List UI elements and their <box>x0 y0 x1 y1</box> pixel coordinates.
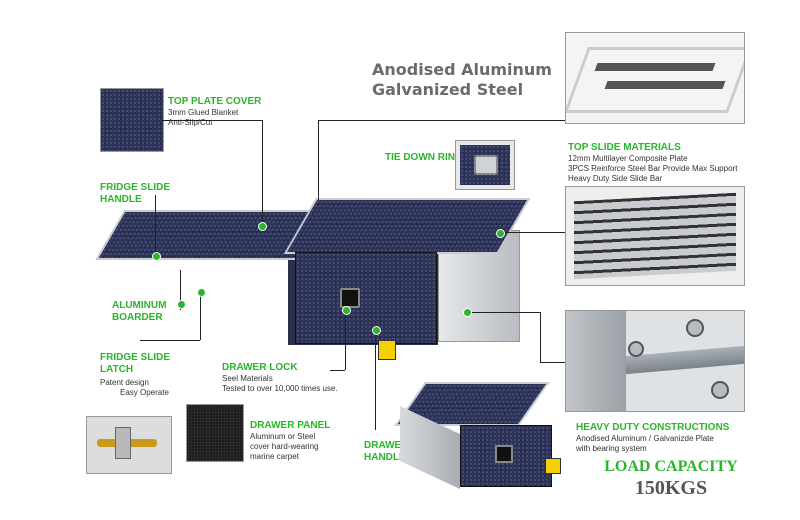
fridge-handle-callout: FRIDGE SLIDE HANDLE <box>100 182 170 206</box>
drawer-handle-callout: DRAWER HANDLE <box>364 440 408 464</box>
fridge-latch-callout: FRIDGE SLIDE LATCH Patent design Easy Op… <box>100 352 170 398</box>
top-slide-title: TOP SLIDE MATERIALS <box>568 142 681 153</box>
top-slide-line-1: 12mm Multilayer Composite Plate <box>568 154 688 163</box>
tie-down-title: TIE DOWN RING <box>385 152 463 163</box>
top-plate-photo <box>100 88 164 152</box>
product-small <box>394 380 570 490</box>
tie-down-photo <box>455 140 515 190</box>
top-slide-line-3: Heavy Duty Side Slide Bar <box>568 174 663 183</box>
header-line-1: Anodised Aluminum <box>372 60 552 79</box>
drawer-panel-title: DRAWER PANEL <box>250 420 331 431</box>
load-capacity-title: LOAD CAPACITY <box>604 458 738 475</box>
load-capacity-value: 150KGS <box>634 477 708 499</box>
top-plate-line-2: Anti-Slip/Cut <box>168 118 213 127</box>
fridge-handle-title-2: HANDLE <box>100 194 142 205</box>
fridge-latch-line-1: Patent design <box>100 378 149 387</box>
header-line-2: Galvanized Steel <box>372 80 524 99</box>
aluminum-callout: ALUMINUM BOARDER <box>112 300 166 324</box>
product-main <box>95 190 531 360</box>
heavy-duty-callout: HEAVY DUTY CONSTRUCTIONS Anodised Alumin… <box>576 422 729 454</box>
drawer-panel-line-3: marine carpet <box>250 452 299 461</box>
fridge-latch-title-2: LATCH <box>100 364 134 375</box>
fridge-latch-photo <box>86 416 172 474</box>
aluminum-title-1: ALUMINUM <box>112 300 167 311</box>
top-plate-line-1: 3mm Glued Blanket <box>168 108 239 117</box>
warning-label-small-icon <box>545 458 561 474</box>
load-capacity: LOAD CAPACITY 150KGS <box>596 458 746 500</box>
drawer-panel-callout: DRAWER PANEL Aluminum or Steel cover har… <box>250 420 330 462</box>
top-slide-line-2: 3PCS Reinforce Steel Bar Provide Max Sup… <box>568 164 738 173</box>
drawer-handle-title-1: DRAWER <box>364 440 409 451</box>
header-title: Anodised Aluminum Galvanized Steel <box>372 60 552 100</box>
drawer-panel-photo <box>186 404 244 462</box>
drawer-lock-line-2: Tested to over 10,000 times use. <box>222 384 338 393</box>
aluminum-title-2: BOARDER <box>112 312 163 323</box>
drawer-handle-icon <box>495 445 513 463</box>
drawer-lock-title: DRAWER LOCK <box>222 362 298 373</box>
top-slide-callout: TOP SLIDE MATERIALS 12mm Multilayer Comp… <box>568 142 737 184</box>
warning-label-icon <box>378 340 396 360</box>
drawer-panel-line-2: cover hard-wearing <box>250 442 319 451</box>
heavy-duty-line-1: Anodised Aluminum / Galvanizde Plate <box>576 434 714 443</box>
heavy-duty-title: HEAVY DUTY CONSTRUCTIONS <box>576 422 730 433</box>
drawer-lock-icon <box>340 288 360 308</box>
fridge-latch-line-2: Easy Operate <box>120 388 169 397</box>
top-plate-callout: TOP PLATE COVER 3mm Glued Blanket Anti-S… <box>168 96 261 128</box>
ring-icon <box>474 155 498 175</box>
drawer-lock-line-1: Seel Materials <box>222 374 273 383</box>
top-slide-photo <box>565 32 745 124</box>
drawer-handle-title-2: HANDLE <box>364 452 406 463</box>
fridge-handle-title-1: FRIDGE SLIDE <box>100 182 171 193</box>
layers-photo <box>565 186 745 286</box>
heavy-duty-photo <box>565 310 745 412</box>
drawer-panel-line-1: Aluminum or Steel <box>250 432 316 441</box>
drawer-lock-callout: DRAWER LOCK Seel Materials Tested to ove… <box>222 362 338 394</box>
top-plate-title: TOP PLATE COVER <box>168 96 262 107</box>
fridge-latch-title-1: FRIDGE SLIDE <box>100 352 171 363</box>
heavy-duty-line-2: with bearing system <box>576 444 647 453</box>
